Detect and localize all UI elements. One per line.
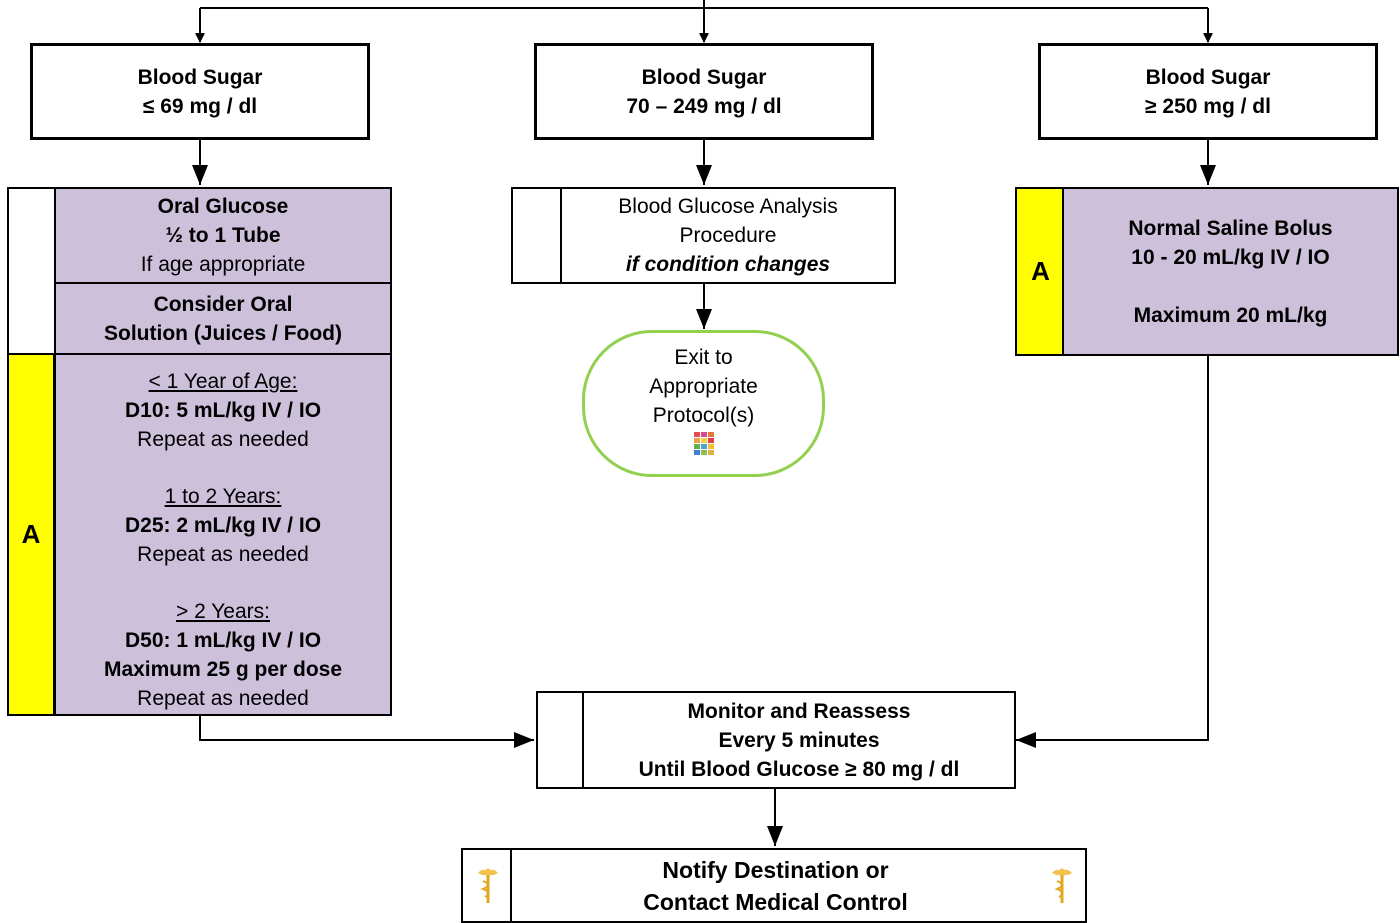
oral-glucose-note: If age appropriate	[140, 253, 306, 276]
saline-bolus-box: Normal Saline Bolus 10 - 20 mL/kg IV / I…	[1062, 187, 1399, 356]
dextrose-g3-repeat: Repeat as needed	[137, 687, 309, 710]
monitor-line1: Monitor and Reassess	[687, 699, 911, 723]
oral-solution-box: Consider Oral Solution (Juices / Food)	[54, 282, 392, 355]
analysis-line1: Blood Glucose Analysis	[618, 195, 838, 218]
high-range: ≥ 250 mg / dl	[1145, 94, 1271, 118]
notify-line1: Notify Destination or	[662, 856, 889, 883]
level-a-label: A	[21, 519, 41, 549]
oral-glucose-box: Oral Glucose ½ to 1 Tube If age appropri…	[54, 187, 392, 284]
dextrose-g2-repeat: Repeat as needed	[137, 543, 309, 566]
dextrose-g3-heading: > 2 Years:	[176, 600, 270, 623]
dextrose-g3-max: Maximum 25 g per dose	[103, 658, 343, 681]
level-a-badge-left: A	[7, 353, 55, 716]
dextrose-g1-repeat: Repeat as needed	[137, 428, 309, 451]
analysis-level-cell	[511, 187, 561, 284]
notify-left-cell	[461, 848, 512, 923]
mid-range: 70 – 249 mg / dl	[626, 94, 782, 118]
low-title: Blood Sugar	[137, 65, 263, 89]
level-a-label-right: A	[1031, 256, 1050, 286]
dextrose-g3-dose: D50: 1 mL/kg IV / IO	[124, 629, 322, 652]
level-a-badge-right: A	[1015, 187, 1064, 356]
exit-line2: Appropriate	[649, 375, 758, 398]
oral-glucose-dose: ½ to 1 Tube	[165, 224, 281, 247]
oral-solution-line1: Consider Oral	[153, 292, 293, 316]
oral-glucose-title: Oral Glucose	[157, 195, 289, 218]
monitor-reassess-box: Monitor and Reassess Every 5 minutes Unt…	[582, 691, 1016, 789]
dextrose-g1-heading: < 1 Year of Age:	[148, 370, 298, 393]
exit-protocol-oval[interactable]: Exit to Appropriate Protocol(s)	[582, 330, 825, 477]
notify-box: Notify Destination or Contact Medical Co…	[510, 848, 1041, 923]
exit-line3: Protocol(s)	[652, 404, 755, 427]
dextrose-dosing-box: < 1 Year of Age: D10: 5 mL/kg IV / IO Re…	[54, 353, 392, 716]
blood-sugar-low-box: Blood Sugar ≤ 69 mg / dl	[30, 43, 370, 140]
exit-line1: Exit to	[674, 346, 733, 369]
saline-line1: Normal Saline Bolus	[1128, 216, 1333, 240]
monitor-line3: Until Blood Glucose ≥ 80 mg / dl	[638, 757, 960, 781]
high-title: Blood Sugar	[1145, 65, 1271, 89]
saline-line2: 10 - 20 mL/kg IV / IO	[1131, 245, 1330, 269]
notify-right-cell	[1039, 848, 1087, 923]
analysis-line3: if condition changes	[625, 253, 831, 276]
mid-title: Blood Sugar	[641, 65, 767, 89]
dextrose-g1-dose: D10: 5 mL/kg IV / IO	[124, 399, 322, 422]
blood-sugar-high-box: Blood Sugar ≥ 250 mg / dl	[1038, 43, 1378, 140]
monitor-line2: Every 5 minutes	[718, 728, 880, 752]
monitor-level-cell	[536, 691, 584, 789]
oral-solution-line2: Solution (Juices / Food)	[104, 321, 342, 345]
glucose-analysis-box: Blood Glucose Analysis Procedure if cond…	[560, 187, 896, 284]
blank-level-cell	[7, 187, 55, 355]
notify-line2: Contact Medical Control	[643, 888, 908, 915]
low-range: ≤ 69 mg / dl	[142, 94, 258, 118]
caduceus-icon	[477, 868, 498, 903]
dextrose-g2-dose: D25: 2 mL/kg IV / IO	[124, 514, 322, 537]
analysis-line2: Procedure	[679, 224, 777, 247]
blood-sugar-mid-box: Blood Sugar 70 – 249 mg / dl	[534, 43, 874, 140]
saline-line3: Maximum 20 mL/kg	[1133, 303, 1328, 327]
dextrose-g2-heading: 1 to 2 Years:	[164, 485, 282, 508]
caduceus-icon	[1052, 868, 1072, 903]
protocol-grid-icon	[693, 432, 714, 455]
